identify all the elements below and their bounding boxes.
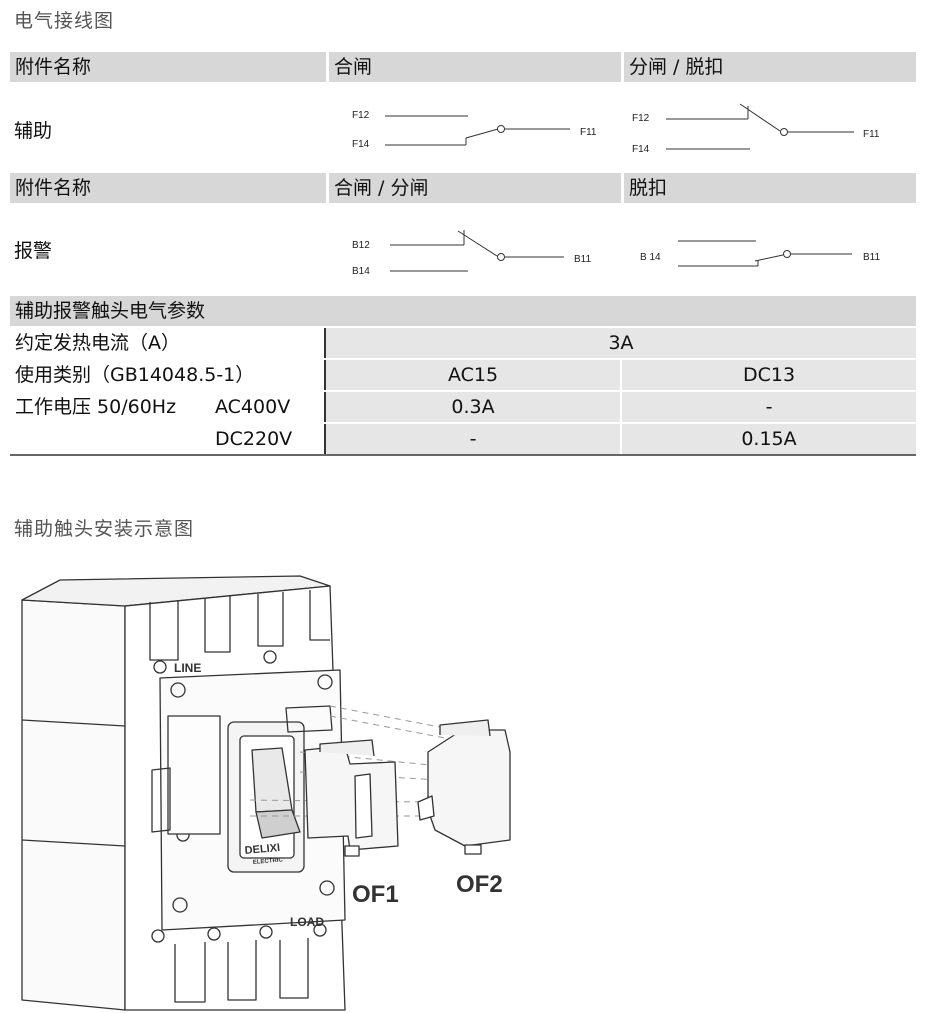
- alarm-closed-b14: B14: [352, 266, 370, 277]
- table-row: 使用类别（GB14048.5-1） AC15 DC13: [10, 358, 916, 390]
- param-value-ac400v-dc: -: [620, 392, 916, 422]
- param-label-ac400v: AC400V: [215, 396, 291, 418]
- param-value-dc220v-ac: -: [326, 424, 620, 454]
- param-table-title: 辅助报警触头电气参数: [10, 296, 916, 326]
- aux-closed-f12: F12: [352, 110, 370, 121]
- alarm-closed-diagram: B12 B14 B11: [352, 230, 591, 277]
- install-section-title: 辅助触头安装示意图: [14, 518, 195, 540]
- wiring-table-2-header: 附件名称 合闸 / 分闸 脱扣: [10, 173, 916, 203]
- brand-logo-subtext: ELECTRIC: [253, 857, 284, 866]
- alarm-trip-b14: B 14: [640, 252, 661, 263]
- installation-drawing: LINE LOAD DELIXI ELECTRIC OF1 OF2: [21, 575, 511, 1011]
- param-label-voltage-text: 工作电压 50/60Hz: [15, 396, 177, 418]
- param-value-ac400v-ac: 0.3A: [326, 392, 620, 422]
- table-row: 约定发热电流（A） 3A: [10, 326, 916, 358]
- param-label-dc220v-cell: DC220V: [10, 424, 326, 454]
- param-value-dc-category: DC13: [620, 360, 916, 390]
- row-label-auxiliary: 辅助: [14, 120, 53, 142]
- param-value-ac-category: AC15: [326, 360, 620, 390]
- header-accessory-name: 附件名称: [10, 52, 326, 82]
- brand-logo-text: DELIXI: [244, 842, 280, 857]
- alarm-closed-b11: B11: [574, 254, 591, 265]
- wiring-section-title: 电气接线图: [14, 10, 115, 32]
- header-trip: 脱扣: [621, 173, 916, 203]
- header-closed: 合闸: [326, 52, 621, 82]
- line-label: LINE: [174, 661, 201, 675]
- param-label-thermal-current: 约定发热电流（A）: [10, 328, 326, 358]
- header-closed-open: 合闸 / 分闸: [326, 173, 621, 203]
- alarm-closed-b12: B12: [352, 240, 370, 251]
- aux-open-diagram: F12 F14 F11: [632, 103, 880, 155]
- param-value-thermal-current: 3A: [326, 328, 916, 358]
- row-label-alarm: 报警: [14, 240, 53, 262]
- aux-closed-f14: F14: [352, 139, 370, 150]
- table-row: 工作电压 50/60Hz AC400V 0.3A -: [10, 390, 916, 422]
- aux-closed-diagram: F12 F14 F11: [352, 110, 597, 150]
- header-accessory-name-2: 附件名称: [10, 173, 326, 203]
- table-row: DC220V - 0.15A: [10, 422, 916, 456]
- aux-open-f14: F14: [632, 144, 650, 155]
- alarm-trip-b11: B11: [863, 252, 880, 263]
- param-label-dc220v: DC220V: [215, 428, 293, 450]
- aux-closed-f11: F11: [580, 127, 597, 138]
- load-label: LOAD: [290, 915, 324, 929]
- aux-open-f12: F12: [632, 113, 650, 124]
- header-open-trip: 分闸 / 脱扣: [621, 52, 916, 82]
- contact-parameter-table: 辅助报警触头电气参数 约定发热电流（A） 3A 使用类别（GB14048.5-1…: [10, 296, 916, 456]
- of1-label: OF1: [352, 881, 399, 908]
- of1-accessory: [304, 739, 399, 857]
- aux-open-f11: F11: [863, 129, 880, 140]
- param-value-dc220v-dc: 0.15A: [620, 424, 916, 454]
- of2-accessory: [417, 719, 511, 855]
- param-label-category: 使用类别（GB14048.5-1）: [10, 360, 326, 390]
- alarm-trip-diagram: B 14 B11: [640, 240, 880, 267]
- wiring-table-1-header: 附件名称 合闸 分闸 / 脱扣: [10, 52, 916, 82]
- of2-label: OF2: [456, 871, 503, 898]
- param-label-voltage: 工作电压 50/60Hz AC400V: [10, 392, 326, 422]
